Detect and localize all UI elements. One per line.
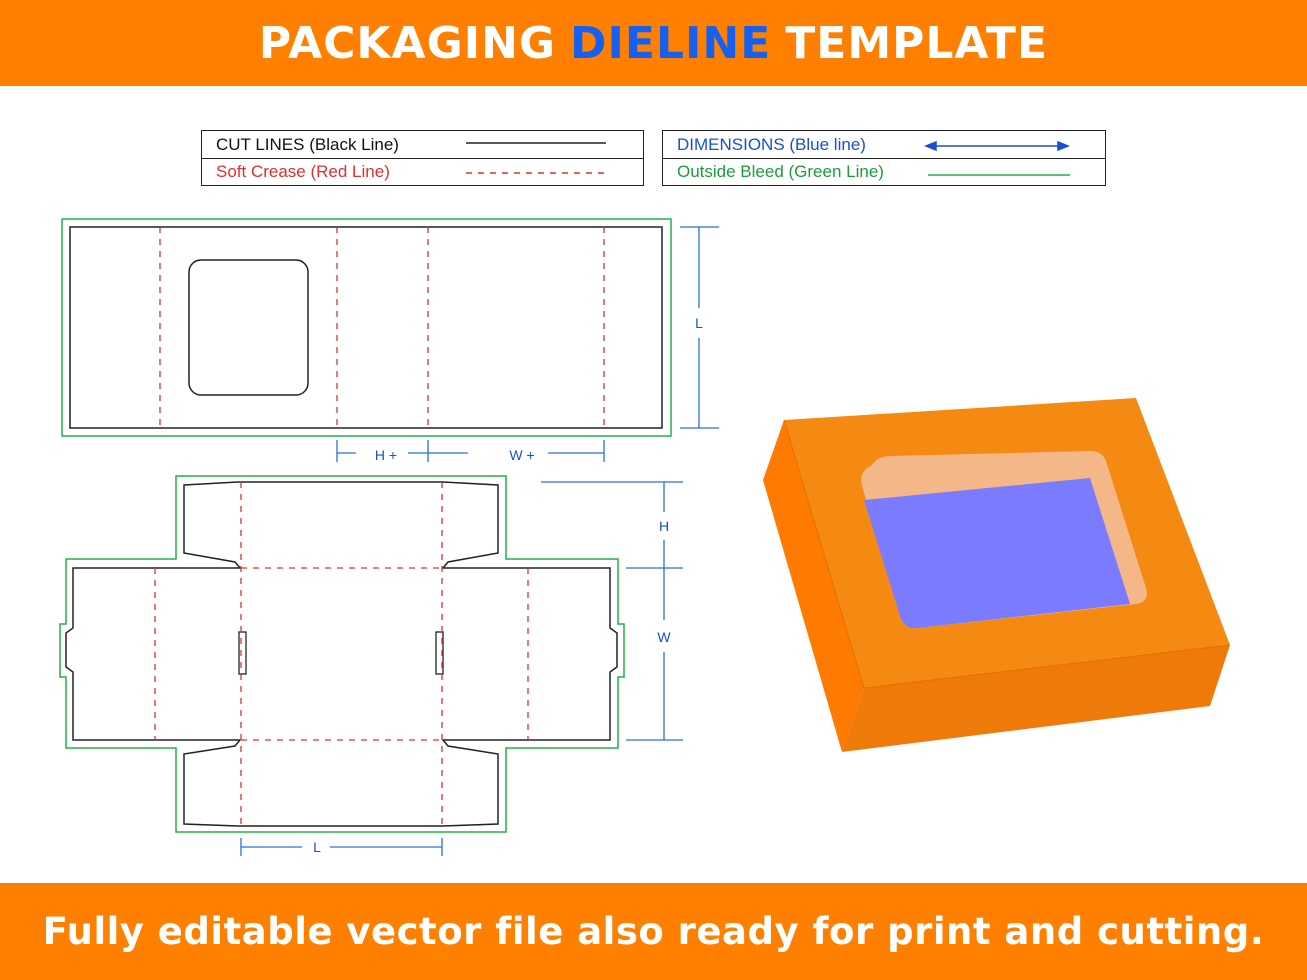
label-sleeve-w: W +: [509, 447, 534, 463]
title-template: TEMPLATE: [785, 17, 1049, 69]
tray-slot-left: [238, 631, 247, 675]
legend-dimension-sample: [923, 140, 1071, 152]
tray-dim-l: [240, 838, 443, 856]
sleeve-cut-outline: [69, 226, 663, 429]
legend-left: CUT LINES (Black Line) Soft Crease (Red …: [201, 130, 644, 186]
sleeve-dim-l: [680, 226, 719, 429]
box-left-side: [763, 420, 864, 752]
tray-bleed: [59, 475, 625, 833]
sleeve-creases: [159, 227, 605, 428]
label-tray-h: H: [659, 518, 669, 534]
title-packaging: PACKAGING: [258, 17, 557, 69]
legend-outside-bleed: Outside Bleed (Green Line): [663, 158, 1105, 185]
sleeve-dieline: [61, 218, 719, 462]
tray-dieline: [59, 475, 683, 856]
tray-cut-outline: [65, 481, 618, 827]
footer-text: Fully editable vector file also ready fo…: [42, 910, 1265, 953]
legend-soft-crease-label: Soft Crease (Red Line): [216, 162, 390, 181]
sleeve-window-cutout: [188, 259, 309, 396]
label-tray-w: W: [657, 629, 671, 645]
legend-outside-bleed-label: Outside Bleed (Green Line): [677, 162, 884, 181]
legend-soft-crease: Soft Crease (Red Line): [202, 158, 643, 185]
legend-dimensions: DIMENSIONS (Blue line): [663, 131, 1105, 158]
tray-slot-right: [435, 631, 444, 675]
title-dieline: DIELINE: [570, 17, 772, 69]
legend-right: DIMENSIONS (Blue line) Outside Bleed (Gr…: [662, 130, 1106, 186]
tray-dim-hw: [541, 481, 683, 741]
box-bottom-face: [842, 645, 1230, 752]
box-3d-illustration: [763, 398, 1231, 752]
box-window-notch: [919, 476, 1061, 494]
label-sleeve-h: H +: [375, 447, 397, 463]
label-tray-l: L: [313, 839, 321, 855]
footer-banner: Fully editable vector file also ready fo…: [0, 883, 1307, 980]
sleeve-bleed: [61, 218, 672, 437]
label-sleeve-l: L: [695, 315, 703, 331]
box-window-inner: [864, 478, 1130, 629]
legend-dimensions-label: DIMENSIONS (Blue line): [677, 134, 866, 154]
header-banner: PACKAGING DIELINE TEMPLATE: [0, 0, 1307, 86]
legend-cut-lines: CUT LINES (Black Line): [202, 131, 643, 158]
sleeve-dim-hw: [336, 440, 605, 462]
tray-creases: [154, 482, 529, 826]
legend-cut-lines-label: CUT LINES (Black Line): [216, 134, 399, 154]
